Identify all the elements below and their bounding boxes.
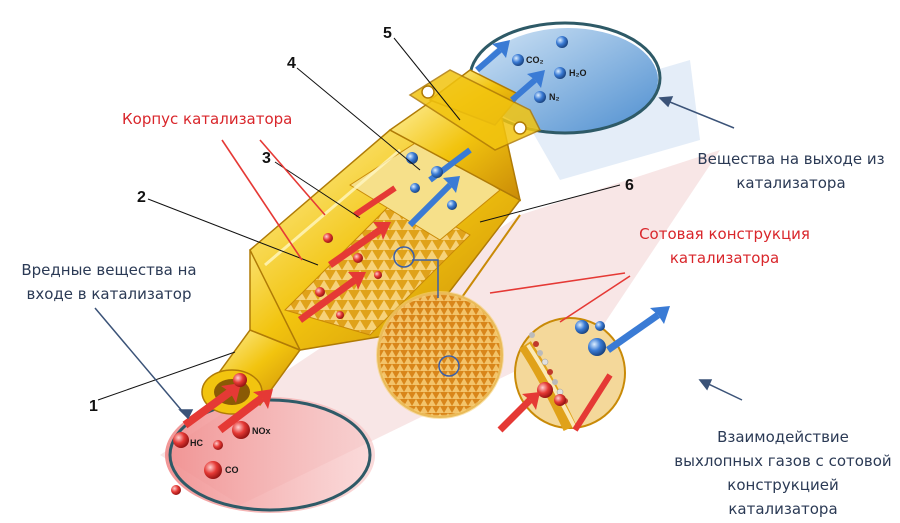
callout-2: 2 [137, 189, 146, 207]
chem-nox: NOx [252, 426, 271, 436]
callout-4: 4 [287, 55, 296, 73]
chem-hc: HC [190, 438, 203, 448]
callout-1: 1 [89, 398, 98, 416]
chem-co: CO [225, 465, 239, 475]
chem-h2o: H₂O [569, 68, 587, 78]
chem-n2: N₂ [549, 92, 560, 102]
label-interaction: Взаимодействие выхлопных газов с сотовой… [673, 425, 893, 521]
chem-co2: CO₂ [526, 55, 544, 65]
label-harmful-in: Вредные вещества на входе в катализатор [14, 258, 204, 306]
label-outlet: Вещества на выходе из катализатора [686, 147, 896, 195]
callout-5: 5 [383, 25, 392, 43]
callout-3: 3 [262, 150, 271, 168]
callout-6: 6 [625, 177, 634, 195]
label-housing: Корпус катализатора [122, 107, 292, 131]
label-honeycomb: Сотовая конструкция катализатора [612, 222, 837, 270]
